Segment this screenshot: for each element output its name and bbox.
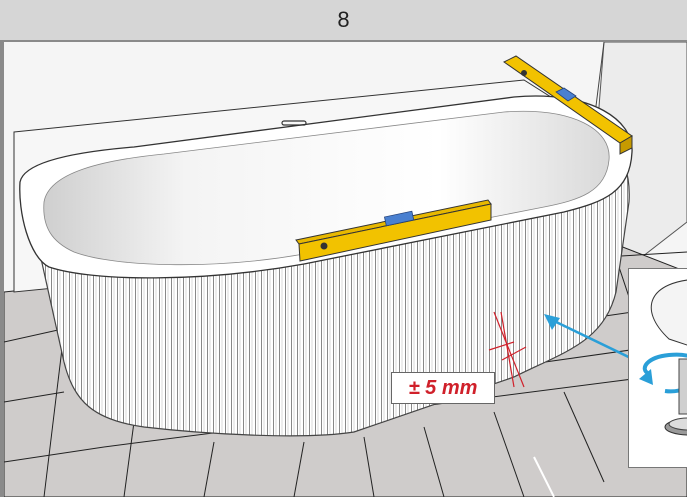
step-header: 8 [0,0,687,42]
foot-detail-inset [628,268,687,468]
spirit-level-icon [503,55,633,155]
adjustable-foot-icon [664,358,687,436]
illustration-frame: ± 5 mm [0,42,687,497]
bathtub-illustration [4,42,687,497]
tolerance-label: ± 5 mm [408,376,478,399]
foot-detail-svg [639,279,687,436]
tolerance-callout: ± 5 mm [391,372,495,404]
tub-basin [43,110,610,266]
pointer-arrow-icon [544,314,640,364]
step-number: 8 [337,7,350,32]
overflow-slot [281,120,307,126]
spirit-level-icon [295,199,492,262]
tolerance-marks [488,311,527,388]
